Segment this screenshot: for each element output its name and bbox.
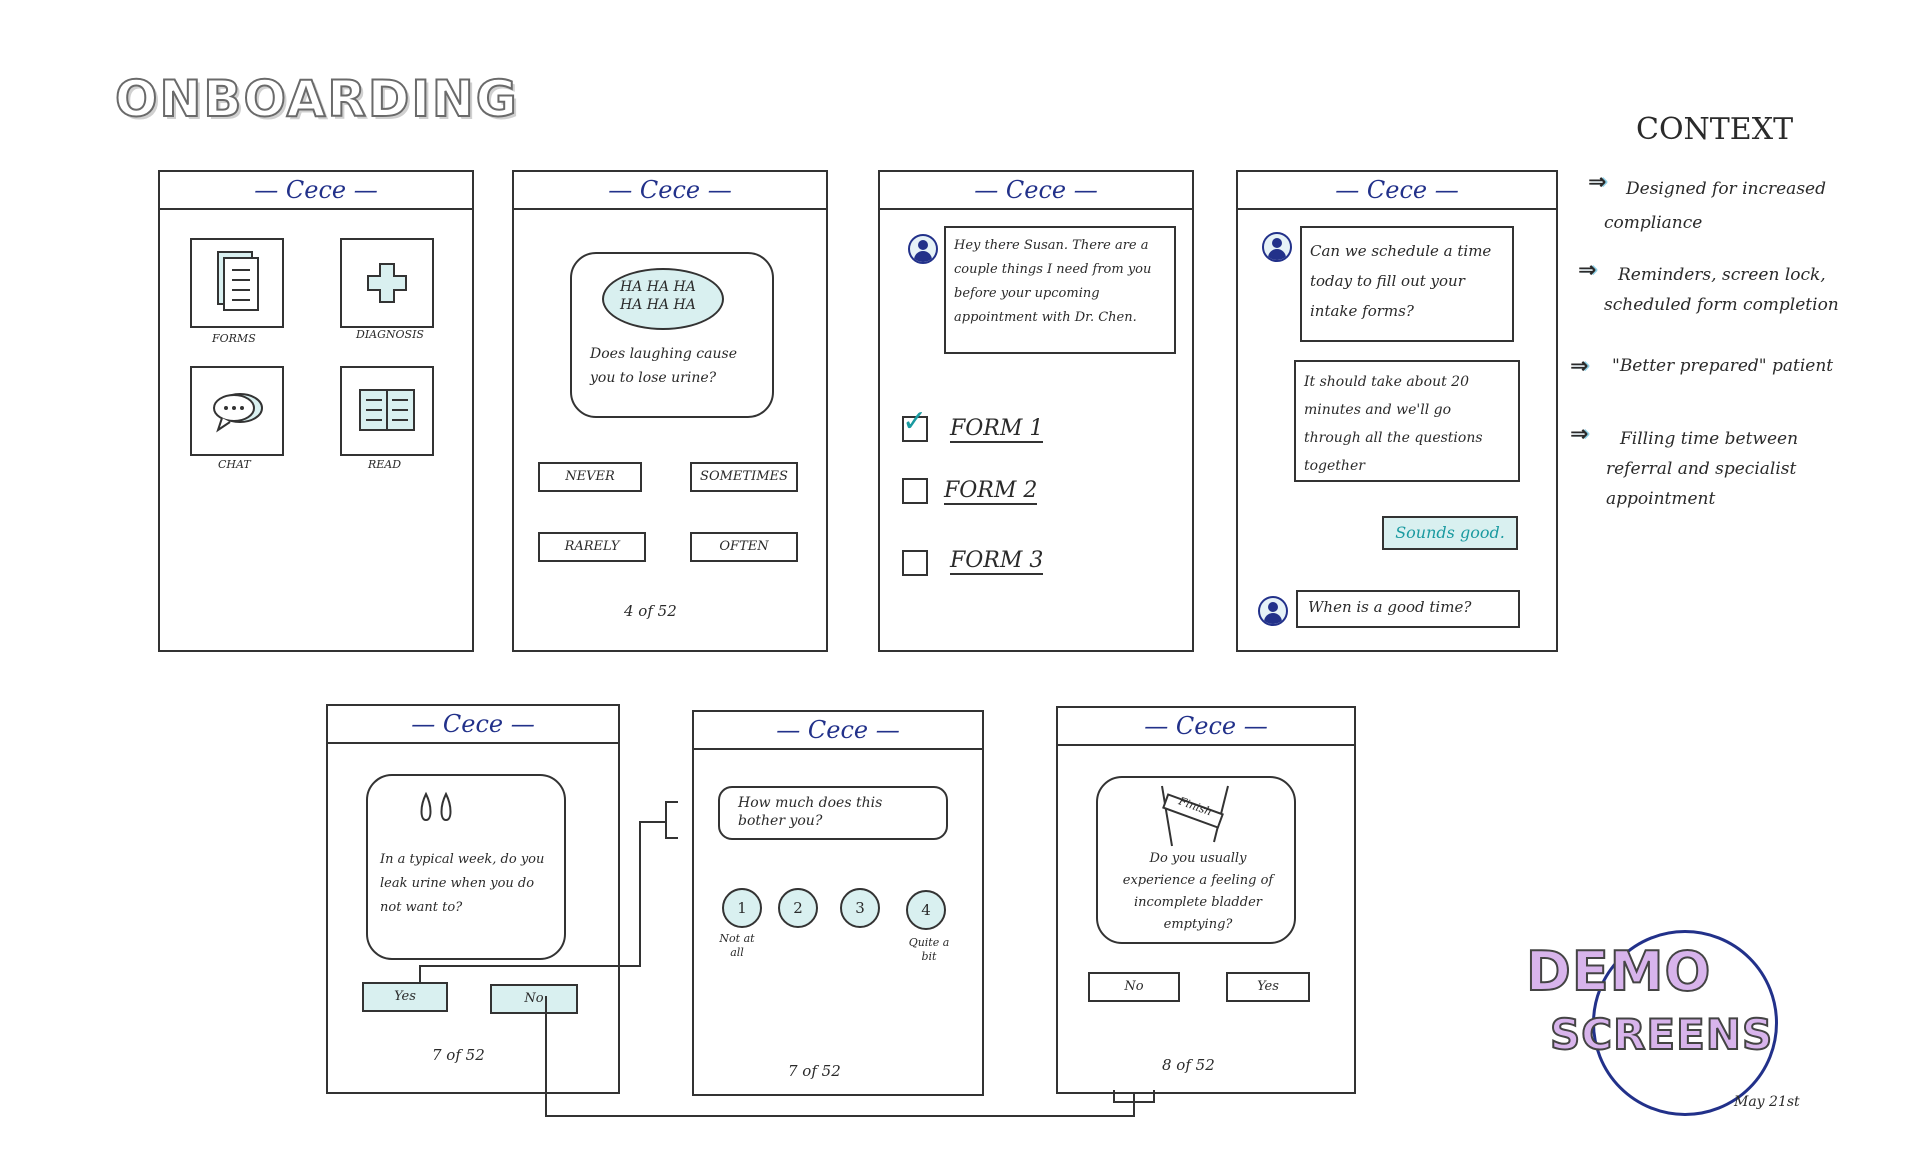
- option-rarely[interactable]: RARELY: [538, 532, 646, 562]
- chat-message: Can we schedule a time today to fill out…: [1300, 226, 1514, 342]
- tile-chat[interactable]: [190, 366, 284, 456]
- screen-home: — Cece — FORMS DIAGNOSIS CHAT: [158, 170, 474, 652]
- question-card: In a typical week, do you leak urine whe…: [366, 774, 566, 960]
- checkmark-icon: ✓: [902, 404, 928, 439]
- form-1-checkbox[interactable]: [902, 416, 928, 442]
- option-often[interactable]: OFTEN: [690, 532, 798, 562]
- scale-high-label: Quite a bit: [908, 936, 950, 963]
- app-header: — Cece —: [694, 712, 982, 750]
- avatar: [908, 234, 938, 264]
- app-header: — Cece —: [328, 706, 618, 744]
- question-text: In a typical week, do you leak urine whe…: [380, 852, 545, 915]
- forms-icon: [217, 251, 259, 311]
- tile-diagnosis[interactable]: [340, 238, 434, 328]
- option-no-button[interactable]: No: [490, 984, 578, 1014]
- chat-message-text: It should take about 20 minutes and we'l…: [1304, 374, 1483, 474]
- tile-read[interactable]: [340, 366, 434, 456]
- arrow-icon: ⇒: [1570, 354, 1589, 379]
- screen-question-leak: — Cece — In a typical week, do you leak …: [326, 704, 620, 1094]
- app-header: — Cece —: [880, 172, 1192, 210]
- scale-option-3[interactable]: 3: [840, 888, 880, 928]
- question-text: Does laughing cause you to lose urine?: [590, 346, 737, 386]
- form-3-label[interactable]: FORM 3: [950, 548, 1044, 575]
- app-header: — Cece —: [160, 172, 472, 210]
- reply-sounds-good-button[interactable]: Sounds good.: [1382, 516, 1518, 550]
- tile-label-diagnosis: DIAGNOSIS: [356, 328, 424, 341]
- screen-scheduling-chat: — Cece — Can we schedule a time today to…: [1236, 170, 1558, 652]
- laugh-bubble: HA HA HA HA HA HA: [602, 268, 724, 330]
- question-text: Do you usually experience a feeling of i…: [1122, 851, 1274, 932]
- book-icon: [359, 389, 415, 431]
- app-header: — Cece —: [1058, 708, 1354, 746]
- chat-message: It should take about 20 minutes and we'l…: [1294, 360, 1520, 482]
- scale-option-1[interactable]: 1: [722, 888, 762, 928]
- screen-forms-checklist: — Cece — Hey there Susan. There are a co…: [878, 170, 1194, 652]
- chat-bubble-icon: [213, 393, 263, 433]
- context-item: "Better prepared" patient: [1612, 356, 1834, 376]
- chat-message-text: When is a good time?: [1308, 598, 1472, 616]
- screen-bother-scale: — Cece — How much does this bother you? …: [692, 710, 984, 1096]
- question-card: How much does this bother you?: [718, 786, 948, 840]
- context-item: Reminders, screen lock, scheduled form c…: [1604, 265, 1839, 315]
- option-never[interactable]: NEVER: [538, 462, 642, 492]
- chat-message: Hey there Susan. There are a couple thin…: [944, 226, 1176, 354]
- demo-title-line1: DEMO: [1525, 939, 1712, 1004]
- form-3-checkbox[interactable]: [902, 550, 928, 576]
- progress-indicator: 7 of 52: [432, 1046, 485, 1064]
- finish-line-icon: [1161, 785, 1229, 847]
- scale-option-2[interactable]: 2: [778, 888, 818, 928]
- option-sometimes[interactable]: SOMETIMES: [690, 462, 798, 492]
- screen-question-laughing: — Cece — HA HA HA HA HA HA Does laughing…: [512, 170, 828, 652]
- chat-message: When is a good time?: [1296, 590, 1520, 628]
- droplets-icon: [420, 791, 452, 822]
- tile-forms[interactable]: [190, 238, 284, 328]
- question-text: How much does this bother you?: [738, 795, 883, 829]
- demo-date: May 21st: [1734, 1094, 1800, 1110]
- laugh-text: HA HA HA HA HA HA: [620, 279, 696, 313]
- context-item: Designed for increased compliance: [1604, 179, 1826, 233]
- form-1-label[interactable]: FORM 1: [950, 416, 1044, 443]
- tile-label-forms: FORMS: [212, 332, 256, 345]
- chat-message-text: Hey there Susan. There are a couple thin…: [954, 238, 1152, 325]
- scale-option-4[interactable]: 4: [906, 890, 946, 930]
- page-title: ONBOARDING: [114, 69, 519, 129]
- form-2-checkbox[interactable]: [902, 478, 928, 504]
- avatar: [1258, 596, 1288, 626]
- option-no-button[interactable]: No: [1088, 972, 1180, 1002]
- context-item: Filling time between referral and specia…: [1606, 429, 1799, 509]
- chat-message-text: Can we schedule a time today to fill out…: [1310, 242, 1492, 320]
- progress-indicator: 4 of 52: [624, 602, 677, 620]
- option-yes-button[interactable]: Yes: [1226, 972, 1310, 1002]
- scale-low-label: Not at all: [719, 932, 755, 959]
- form-2-label[interactable]: FORM 2: [944, 478, 1038, 505]
- tile-label-chat: CHAT: [218, 458, 251, 471]
- demo-title-line2: SCREENS: [1549, 1009, 1774, 1060]
- arrow-icon: ⇒: [1588, 170, 1607, 195]
- avatar: [1262, 232, 1292, 262]
- plus-icon: [367, 263, 407, 303]
- progress-indicator: 8 of 52: [1162, 1056, 1215, 1074]
- arrow-icon: ⇒: [1578, 258, 1597, 283]
- tile-label-read: READ: [368, 458, 402, 471]
- app-header: — Cece —: [1238, 172, 1556, 210]
- demo-circle: [1592, 930, 1778, 1116]
- progress-indicator: 7 of 52: [788, 1062, 841, 1080]
- question-card: Finish Do you usually experience a feeli…: [1096, 776, 1296, 944]
- arrow-icon: ⇒: [1570, 422, 1589, 447]
- question-card: HA HA HA HA HA HA Does laughing cause yo…: [570, 252, 774, 418]
- option-yes-button[interactable]: Yes: [362, 982, 448, 1012]
- app-header: — Cece —: [514, 172, 826, 210]
- screen-question-bladder: — Cece — Finish Do you usually experienc…: [1056, 706, 1356, 1094]
- context-heading: CONTEXT: [1636, 112, 1794, 147]
